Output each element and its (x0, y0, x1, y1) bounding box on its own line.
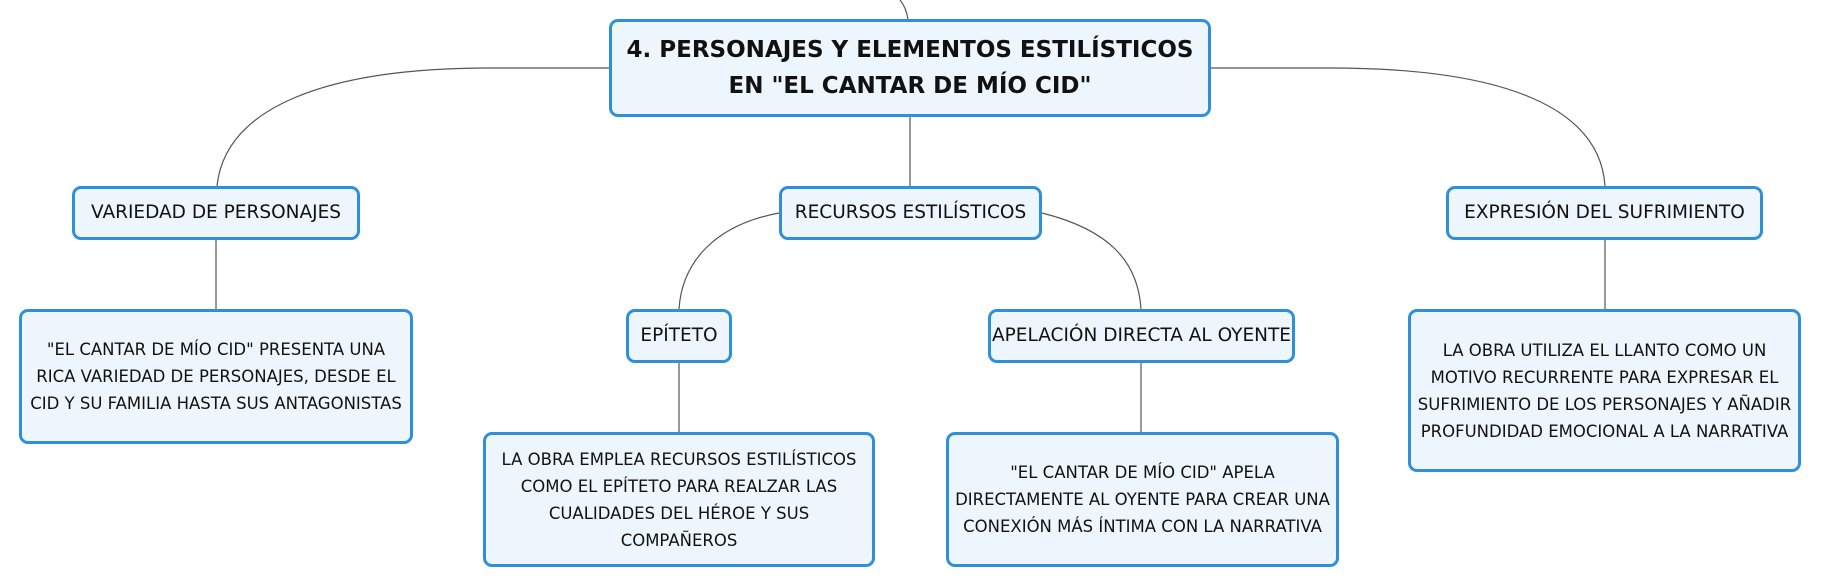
central-topic[interactable]: 4. PERSONAJES Y ELEMENTOS ESTILÍSTICOS E… (609, 19, 1211, 117)
topic-variedad-de-personajes[interactable]: VARIEDAD DE PERSONAJES (72, 186, 360, 240)
topic-recursos-estilisticos[interactable]: RECURSOS ESTILÍSTICOS (779, 186, 1042, 240)
topic-variedad-de-personajes-label: VARIEDAD DE PERSONAJES (90, 202, 342, 223)
subtopic-apelacion-directa-label: APELACIÓN DIRECTA AL OYENTE (992, 325, 1291, 346)
detail-epiteto-text: LA OBRA EMPLEA RECURSOS ESTILÍSTICOS COM… (501, 449, 857, 550)
subtopic-epiteto[interactable]: EPÍTETO (626, 309, 732, 363)
detail-variedad-de-personajes[interactable]: "EL CANTAR DE MÍO CID" PRESENTA UNA RICA… (19, 309, 413, 444)
connector-parent-to-central (899, 0, 909, 21)
connector-central-to-sufrimiento (1211, 67, 1606, 187)
subtopic-apelacion-directa[interactable]: APELACIÓN DIRECTA AL OYENTE (988, 309, 1295, 363)
topic-expresion-del-sufrimiento[interactable]: EXPRESIÓN DEL SUFRIMIENTO (1446, 186, 1763, 240)
detail-expresion-del-sufrimiento-text: LA OBRA UTILIZA EL LLANTO COMO UN MOTIVO… (1417, 340, 1792, 441)
connector-recursos-to-apelacion (1041, 212, 1142, 310)
subtopic-epiteto-label: EPÍTETO (640, 325, 718, 346)
detail-apelacion-directa[interactable]: "EL CANTAR DE MÍO CID" APELA DIRECTAMENT… (946, 432, 1339, 567)
detail-apelacion-directa-text: "EL CANTAR DE MÍO CID" APELA DIRECTAMENT… (955, 463, 1330, 536)
detail-epiteto[interactable]: LA OBRA EMPLEA RECURSOS ESTILÍSTICOS COM… (483, 432, 875, 567)
central-topic-label: 4. PERSONAJES Y ELEMENTOS ESTILÍSTICOS E… (626, 37, 1194, 99)
topic-expresion-del-sufrimiento-label: EXPRESIÓN DEL SUFRIMIENTO (1464, 202, 1745, 223)
detail-variedad-de-personajes-text: "EL CANTAR DE MÍO CID" PRESENTA UNA RICA… (30, 340, 402, 413)
connector-central-to-personajes (216, 67, 609, 187)
connector-recursos-to-epiteto (678, 212, 780, 310)
topic-recursos-estilisticos-label: RECURSOS ESTILÍSTICOS (794, 202, 1027, 223)
detail-expresion-del-sufrimiento[interactable]: LA OBRA UTILIZA EL LLANTO COMO UN MOTIVO… (1408, 309, 1801, 472)
